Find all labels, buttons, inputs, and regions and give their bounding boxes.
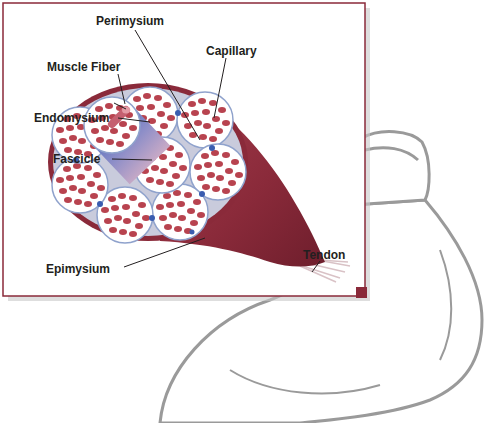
part-label: Capillary <box>206 44 257 58</box>
frame-corner <box>356 287 367 298</box>
part-label: Epimysium <box>46 262 110 276</box>
part-label: Muscle Fiber <box>47 60 120 74</box>
leader-lines <box>112 30 320 272</box>
part-label: Perimysium <box>96 14 164 28</box>
fascicles <box>52 87 246 243</box>
part-label: Fascicle <box>53 152 100 166</box>
fascicle-end <box>84 97 140 153</box>
inset-frame <box>3 3 365 296</box>
part-label: Tendon <box>303 248 345 262</box>
part-label: Endomysium <box>34 111 109 125</box>
